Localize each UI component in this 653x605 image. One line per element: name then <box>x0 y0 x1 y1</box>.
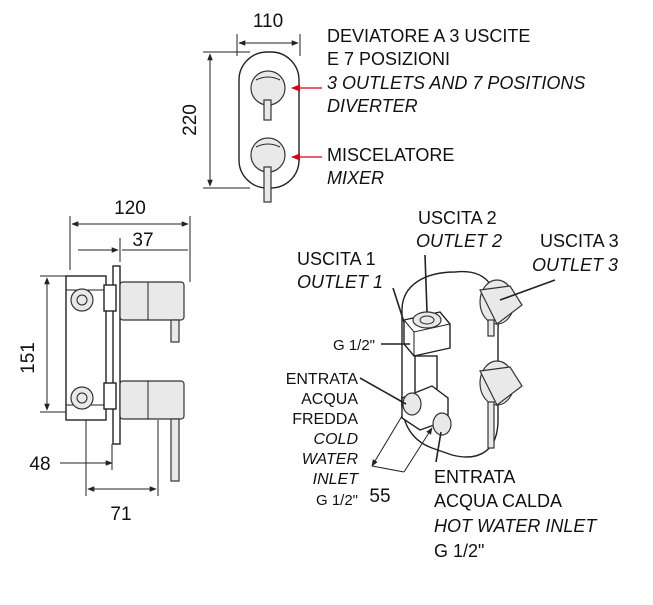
cold-inlet-label-en-2: WATER <box>302 451 359 468</box>
outlet-3-label-en: OUTLET 3 <box>532 255 618 275</box>
side-plate-dimension: 37 <box>78 230 188 262</box>
diverter-label-en-2: DIVERTER <box>327 96 418 116</box>
iso-hot-inlet-port <box>432 412 452 436</box>
hot-inlet-thread: G 1/2" <box>434 541 484 561</box>
diverter-handle <box>250 70 286 121</box>
front-view: 110 220 DEVIATORE A 3 USCITE E 7 POSIZIO… <box>180 11 585 203</box>
front-width-dimension: 110 <box>236 11 301 56</box>
mixer-label-it: MISCELATORE <box>327 145 454 165</box>
outlet-2-label-it: USCITA 2 <box>418 208 497 228</box>
outlet-1-label-en: OUTLET 1 <box>297 272 383 292</box>
mixer-label-en: MIXER <box>327 168 384 188</box>
side-depth-total-dimension: 120 <box>69 198 191 282</box>
outlet-2-leader <box>424 254 428 313</box>
iso-view: 55 USCITA 2 OUTLET 2 USCITA 3 OUTLET 3 U… <box>286 208 619 561</box>
side-diverter-handle <box>119 281 185 321</box>
side-offset-dimension: 48 <box>29 444 113 475</box>
hot-inlet-label-it-1: ENTRATA <box>434 467 515 487</box>
hot-inlet-leader <box>435 431 442 463</box>
side-view: 120 37 151 <box>18 198 191 525</box>
front-height-dimension: 220 <box>180 51 250 189</box>
side-depth-total-value: 120 <box>114 198 146 219</box>
diverter-label-it-1: DEVIATORE A 3 USCITE <box>327 26 530 46</box>
iso-cold-inlet-port <box>402 392 422 416</box>
cold-inlet-label-it-2: ACQUA <box>301 391 358 408</box>
side-body-depth-dimension: 71 <box>85 420 159 525</box>
lower-port <box>70 386 94 410</box>
iso-valve-body <box>401 311 452 436</box>
outlet-1-label-it: USCITA 1 <box>297 249 376 269</box>
front-width-value: 110 <box>253 11 283 32</box>
outlet-3-leader <box>499 279 556 301</box>
iso-outlet-2-port <box>412 311 442 329</box>
outlet-3-label-it: USCITA 3 <box>540 231 619 251</box>
iso-dimension-value: 55 <box>369 486 390 507</box>
front-height-value: 220 <box>180 104 201 136</box>
outlet-2-label-en: OUTLET 2 <box>416 231 502 251</box>
cold-inlet-leader <box>359 377 407 405</box>
outlet-thread-label: G 1/2" <box>333 337 375 354</box>
cold-inlet-label-en-3: INLET <box>313 471 360 488</box>
side-height-value: 151 <box>18 342 39 374</box>
outlet-1-leader <box>392 287 405 323</box>
iso-mixer-handle <box>479 360 523 449</box>
cold-inlet-label-it-3: FREDDA <box>292 411 358 428</box>
side-offset-value: 48 <box>29 454 50 475</box>
cold-inlet-label-it-1: ENTRATA <box>286 371 359 388</box>
side-mixer-handle <box>119 380 185 420</box>
side-body-depth-value: 71 <box>110 504 131 525</box>
iso-dimension: 55 <box>369 415 433 507</box>
diverter-label-it-2: E 7 POSIZIONI <box>327 49 450 69</box>
side-cover-plate <box>112 265 121 445</box>
side-height-dimension: 151 <box>18 275 82 413</box>
side-plate-value: 37 <box>132 230 153 251</box>
mixer-handle <box>250 137 286 203</box>
cold-inlet-label-en-1: COLD <box>314 431 359 448</box>
hot-inlet-label-it-2: ACQUA CALDA <box>434 491 562 511</box>
cold-inlet-thread: G 1/2" <box>316 492 358 509</box>
upper-port <box>70 288 94 312</box>
hot-inlet-label-en: HOT WATER INLET <box>434 516 598 536</box>
diverter-label-en-1: 3 OUTLETS AND 7 POSITIONS <box>327 73 585 93</box>
